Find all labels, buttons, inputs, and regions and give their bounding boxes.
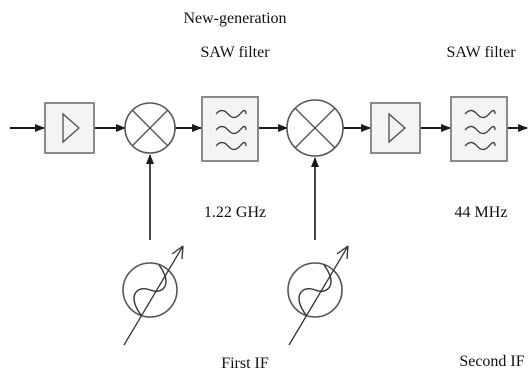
saw-filter-2: [450, 96, 508, 162]
saw-filter-1-label: SAW filter: [200, 44, 270, 61]
amplifier-2: [370, 102, 421, 154]
saw-filter-2-frequency: 44 MHz: [454, 204, 508, 221]
second-if-label: Second IF: [459, 353, 525, 370]
mixer-1: [124, 102, 176, 154]
local-oscillator-1-icon: [122, 245, 184, 346]
saw-filter-1-frequency: 1.22 GHz: [203, 204, 267, 221]
new-generation-label: New-generation: [183, 10, 287, 27]
mixer-2: [286, 99, 344, 157]
saw-filter-2-label: SAW filter: [446, 44, 516, 61]
amplifier-1: [44, 102, 95, 154]
local-oscillator-2-icon: [287, 245, 349, 346]
saw-filter-1: [201, 96, 259, 162]
first-if-label: First IF: [221, 355, 269, 372]
